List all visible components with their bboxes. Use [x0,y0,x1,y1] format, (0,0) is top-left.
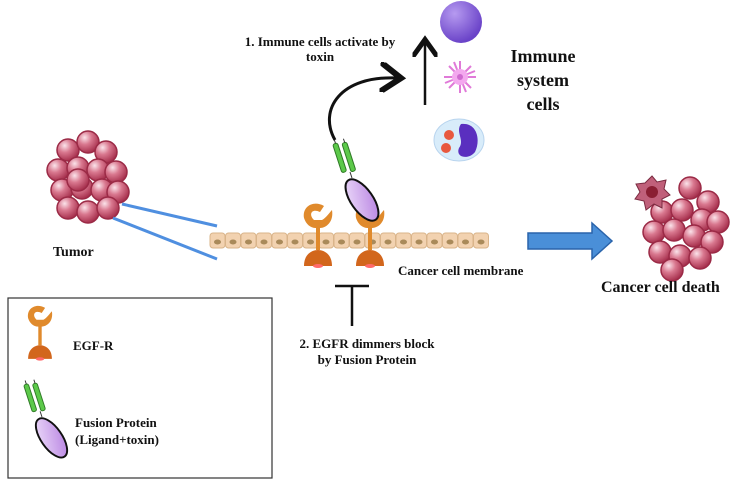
fusion-protein-bound [330,135,386,227]
membrane-cell-nucleus [291,239,299,245]
progression-block-arrow [527,221,614,261]
membrane-cell-nucleus [214,239,221,245]
immune-line3: cells [526,94,560,114]
step1-label: 1. Immune cells activate by toxin [222,34,418,64]
dendritic-cell-icon [444,61,476,93]
cell-membrane [209,232,489,249]
neutrophil-icon [433,118,485,162]
membrane-cell-nucleus [229,239,237,245]
membrane-cell-nucleus [415,239,423,245]
membrane-cell-nucleus [462,239,469,245]
cancer-cell-death-label: Cancer cell death [601,279,720,296]
legend-fusion-line2: (Ligand+toxin) [75,432,159,447]
step1-line2: toxin [305,49,335,64]
membrane-cell-nucleus [477,239,485,245]
membrane-cell-nucleus [307,239,314,245]
membrane-cell-nucleus [338,239,345,245]
legend-egfr-label: EGF-R [73,338,114,353]
membrane-cell-nucleus [431,239,438,245]
tumor-label: Tumor [53,245,94,260]
membrane-cell-nucleus [353,239,361,245]
membrane-cell-nucleus [322,239,330,245]
legend-fusion-label: Fusion Protein (Ligand+toxin) [75,414,159,448]
step2-line1: 2. EGFR dimmers block [299,336,435,351]
step2-label: 2. EGFR dimmers block by Fusion Protein [282,336,452,368]
membrane-cell-nucleus [400,239,407,245]
step2-line2: by Fusion Protein [317,352,417,367]
step1-line1: 1. Immune cells activate by [244,34,396,49]
membrane-cell-nucleus [245,239,252,245]
immune-line2: system [517,70,569,90]
activation-curved-arrow [328,78,398,141]
immune-system-label: Immune system cells [500,44,586,116]
immune-line1: Immune [510,46,576,66]
membrane-cell-nucleus [260,239,268,245]
connector-line-lower [112,216,218,261]
membrane-cell-nucleus [276,239,283,245]
connector-line-upper [121,202,218,228]
tumor-cluster [46,130,130,224]
membrane-label: Cancer cell membrane [398,263,524,278]
membrane-cell-nucleus [384,239,392,245]
membrane-cell-nucleus [446,239,454,245]
lymphocyte-icon [440,1,482,43]
legend-box [7,297,273,479]
legend-fusion-line1: Fusion Protein [75,415,157,430]
inhibition-symbol [335,284,369,326]
dying-cell-icon [634,175,671,211]
